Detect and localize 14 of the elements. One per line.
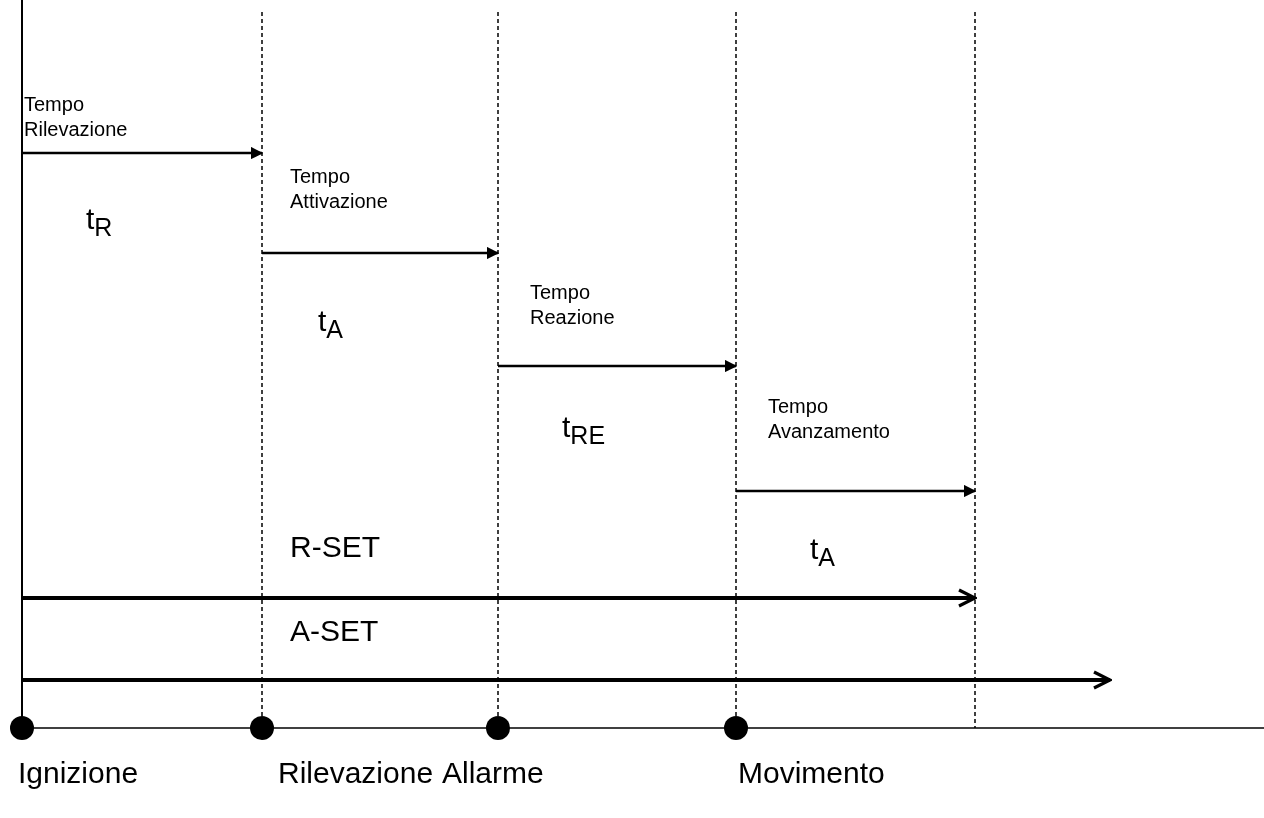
event-label: Movimento <box>738 755 885 791</box>
time-symbol: t$_{RE}$ <box>562 409 606 451</box>
interval-label: A-SET <box>290 613 379 649</box>
event-label: Allarme <box>442 755 544 791</box>
phase-label: Tempo Avanzamento <box>768 394 891 444</box>
time-symbol: t$_{A}$ <box>810 531 836 573</box>
event-label: Ignizione <box>18 755 139 791</box>
phase-label: Tempo Reazione <box>530 280 616 330</box>
time-symbol: t$_{R}$ <box>86 201 113 243</box>
event-label: Rilevazione <box>278 755 434 791</box>
time-symbol: t$_{A}$ <box>318 303 344 345</box>
interval-label: R-SET <box>290 529 380 565</box>
phase-label: Tempo Attivazione <box>290 164 389 214</box>
phase-label: Tempo Rilevazione <box>24 92 129 142</box>
